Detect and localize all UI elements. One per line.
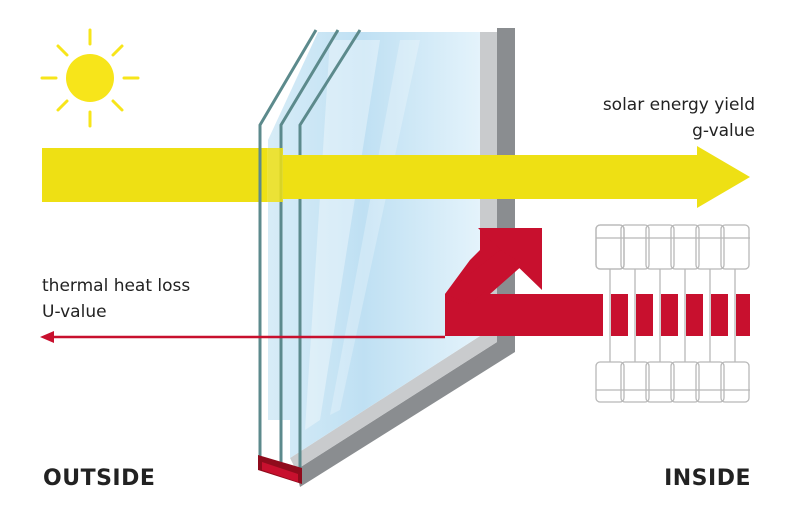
outside-label: OUTSIDE (43, 466, 156, 491)
solar-arrow-outside (42, 148, 267, 202)
inside-label: INSIDE (664, 466, 751, 491)
solar-arrow-between-panes (262, 148, 283, 202)
solar-label-line2: g-value (692, 121, 755, 141)
solar-label-line1: solar energy yield (602, 95, 755, 115)
radiator-icon (595, 224, 750, 403)
heat-label-line1: thermal heat loss (42, 276, 191, 296)
heat-label: thermal heat loss U-value (42, 273, 190, 325)
heat-source-band (513, 294, 750, 336)
solar-arrow (283, 146, 750, 208)
heat-label-line2: U-value (42, 302, 107, 322)
sun-icon (40, 28, 140, 128)
heat-loss-arrow (40, 331, 445, 343)
solar-label: solar energy yield g-value (603, 92, 755, 144)
double-glazed-window (258, 28, 515, 487)
